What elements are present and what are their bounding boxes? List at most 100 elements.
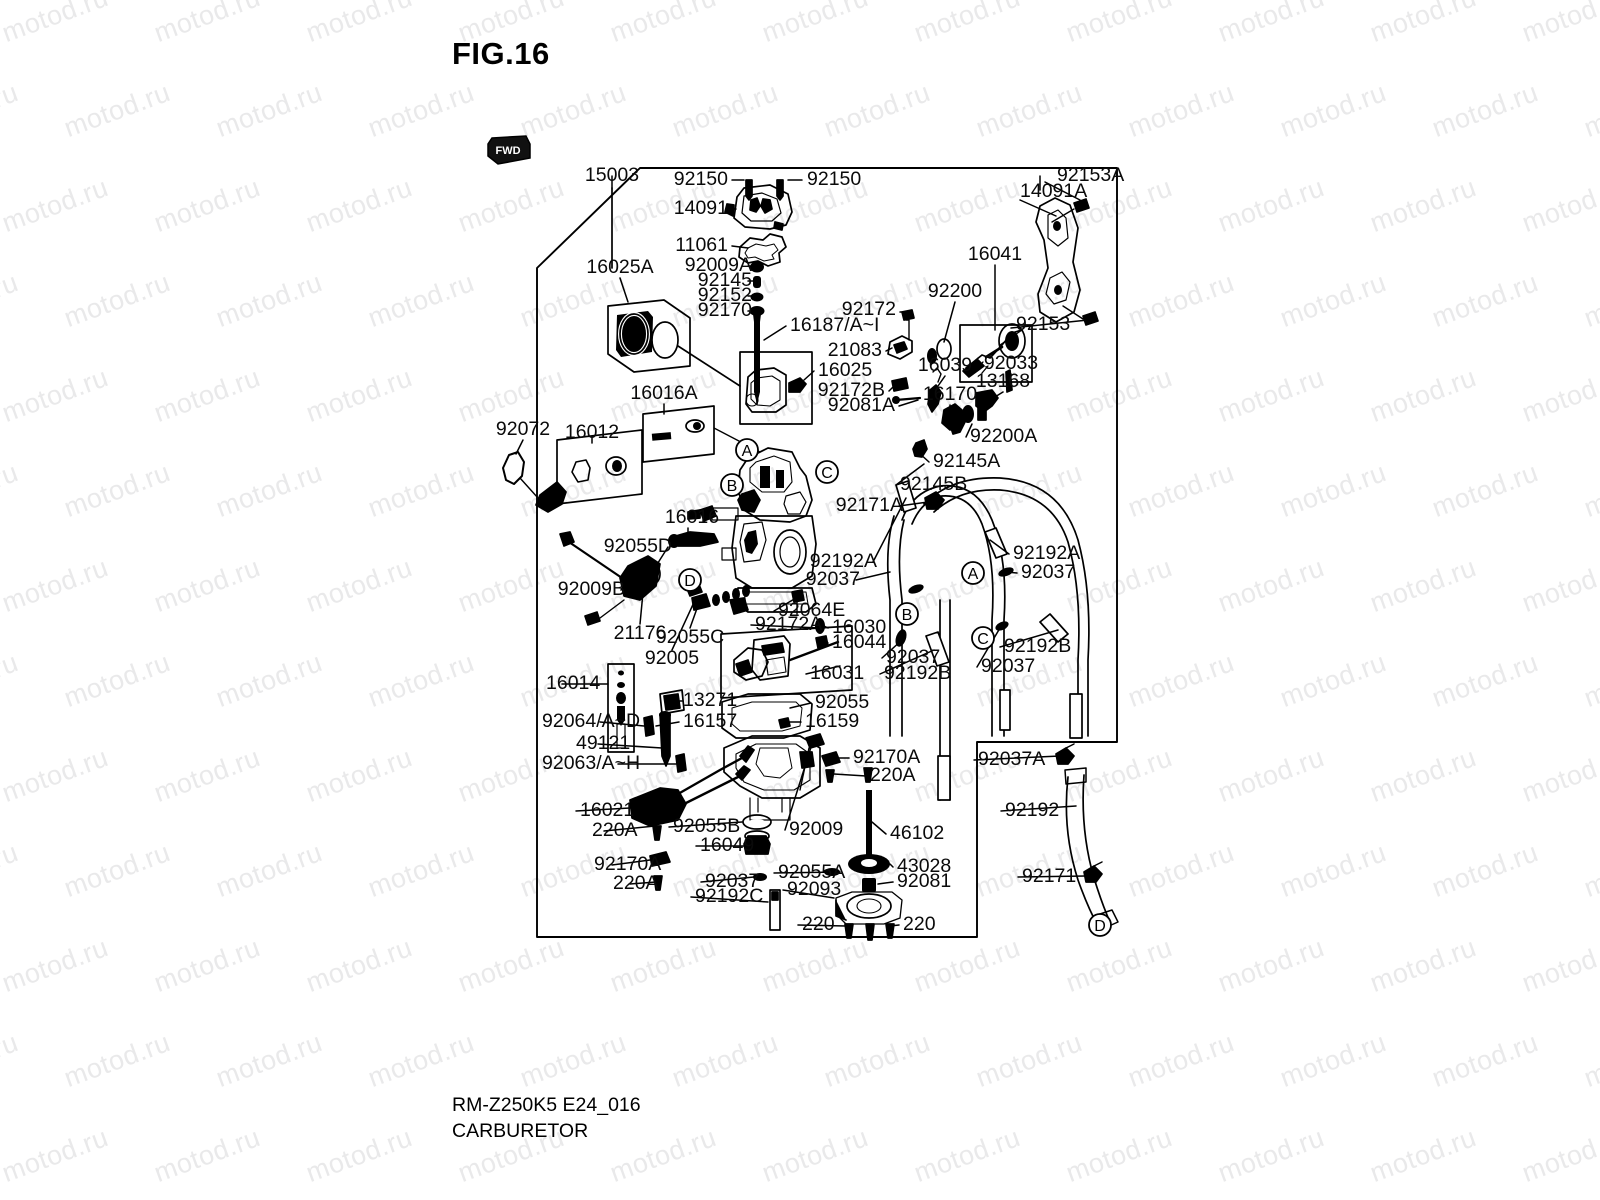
callout-92153[interactable]: 92153	[1016, 313, 1071, 335]
callout-92009A[interactable]: 92009A	[684, 254, 752, 276]
callout-16170[interactable]: 16170	[922, 383, 978, 405]
part-92145A-spring	[949, 410, 967, 435]
callout-92170[interactable]: 92170	[697, 299, 752, 321]
callout-92072[interactable]: 92072	[495, 418, 551, 440]
section-marker-b-hose[interactable]: B	[895, 602, 919, 626]
callout-16049[interactable]: 16049	[700, 834, 755, 856]
callout-92055B[interactable]: 92055B	[673, 815, 741, 837]
callout-92037A[interactable]: 92037A	[978, 748, 1046, 770]
callout-92172A[interactable]: 92172A	[755, 613, 823, 635]
callout-92055C[interactable]: 92055C	[655, 626, 725, 648]
callout-11061[interactable]: 11061	[675, 234, 728, 256]
callout-92192[interactable]: 92192	[1005, 799, 1060, 821]
callout-92171[interactable]: 92171	[1022, 865, 1077, 887]
callout-92170A-upper[interactable]: 92170A	[853, 746, 921, 768]
section-marker-c-body[interactable]: C	[815, 460, 839, 484]
callout-92063AH[interactable]: 92063/A~H	[542, 752, 641, 774]
callout-92192B-right[interactable]: 92192B	[1004, 635, 1072, 657]
callout-49121[interactable]: 49121	[576, 732, 631, 754]
callout-21083[interactable]: 21083	[827, 339, 882, 361]
part-14091-top-cover	[724, 184, 793, 231]
callout-92005[interactable]: 92005	[644, 647, 700, 669]
callout-13168[interactable]: 13168	[975, 370, 1031, 392]
part-92072-clip	[502, 451, 539, 499]
callout-21176[interactable]: 21176	[613, 622, 667, 644]
callout-92172[interactable]: 92172	[841, 298, 896, 320]
caption-model: RM-Z250K5 E24_016	[452, 1094, 641, 1116]
callout-92037-bottom[interactable]: 92037	[705, 870, 760, 892]
part-92192B-clip-left	[925, 631, 950, 667]
callout-220A-left1[interactable]: 220A	[592, 819, 638, 841]
callout-92033[interactable]: 92033	[983, 352, 1039, 374]
callout-14091[interactable]: 14091	[673, 197, 728, 219]
callout-92064E[interactable]: 92064E	[778, 599, 846, 621]
part-main-carburetor-body	[687, 447, 817, 615]
part-92037A-clip	[1055, 743, 1075, 765]
callout-92153A[interactable]: 92153A	[1057, 164, 1125, 186]
callout-92152[interactable]: 92152	[697, 284, 752, 306]
callout-16030[interactable]: 16030	[832, 616, 887, 638]
section-marker-d-hose[interactable]: D	[1088, 913, 1112, 937]
callout-92200[interactable]: 92200	[927, 280, 983, 302]
callout-16031[interactable]: 16031	[810, 662, 865, 684]
callout-92064AD[interactable]: 92064/A~D	[542, 710, 641, 732]
callout-92170A-lower[interactable]: 92170A	[594, 853, 662, 875]
callout-92145A[interactable]: 92145A	[933, 450, 1001, 472]
callout-92009[interactable]: 92009	[789, 818, 844, 840]
callout-220-right[interactable]: 220	[903, 913, 936, 935]
section-marker-a-hose[interactable]: A	[961, 561, 985, 585]
section-marker-c-hose[interactable]: C	[971, 626, 995, 650]
callout-92037-c2[interactable]: 92037	[981, 655, 1036, 677]
section-marker-a-body-letter: A	[742, 443, 753, 460]
callout-14091A[interactable]: 14091A	[1020, 180, 1088, 202]
callout-92037-a[interactable]: 92037	[1021, 561, 1076, 583]
callout-92192B-left[interactable]: 92192B	[884, 662, 952, 684]
callout-92009B[interactable]: 92009B	[557, 578, 625, 600]
callout-92192A-left[interactable]: 92192A	[809, 550, 877, 572]
callout-92192A-right[interactable]: 92192A	[1013, 542, 1081, 564]
callout-16016A[interactable]: 16016A	[630, 382, 698, 404]
part-46102-rod	[866, 790, 872, 856]
callout-220-left[interactable]: 220	[802, 913, 835, 935]
section-marker-d-body[interactable]: D	[678, 568, 702, 592]
callout-92171A[interactable]: 92171A	[835, 494, 903, 516]
callout-92150-left[interactable]: 92150	[673, 168, 728, 190]
callout-16012[interactable]: 16012	[564, 421, 620, 443]
section-marker-b-body[interactable]: B	[720, 473, 744, 497]
callout-16044[interactable]: 16044	[832, 631, 887, 653]
callout-92055D[interactable]: 92055D	[603, 535, 672, 557]
part-21083-lever	[887, 335, 913, 360]
callout-16039[interactable]: 16039	[917, 354, 973, 376]
callout-16157[interactable]: 16157	[683, 710, 738, 732]
callout-16014[interactable]: 16014	[546, 672, 601, 694]
callout-16016[interactable]: 16016	[664, 506, 720, 528]
section-marker-a-body[interactable]: A	[735, 438, 759, 462]
callout-92081[interactable]: 92081	[897, 870, 952, 892]
callout-92055A[interactable]: 92055A	[778, 861, 846, 883]
callout-92192C[interactable]: 92192C	[695, 885, 764, 907]
callout-92145B[interactable]: 92145B	[900, 473, 968, 495]
callout-16021[interactable]: 16021	[580, 799, 635, 821]
callout-15003[interactable]: 15003	[584, 164, 640, 186]
callout-220A-upper[interactable]: 220A	[870, 764, 916, 786]
part-16159-screw	[778, 717, 791, 729]
callout-16025[interactable]: 16025	[818, 359, 873, 381]
callout-92037-c1[interactable]: 92037	[886, 646, 941, 668]
callout-13271[interactable]: 13271	[683, 689, 738, 711]
callout-92172B[interactable]: 92172B	[817, 379, 885, 401]
callout-220A-left2[interactable]: 220A	[613, 872, 659, 894]
callout-16187[interactable]: 16187/A~I	[790, 314, 880, 336]
callout-92037-b[interactable]: 92037	[805, 568, 860, 590]
callout-46102[interactable]: 46102	[890, 822, 945, 844]
callout-16025A[interactable]: 16025A	[586, 256, 654, 278]
callout-92081A[interactable]: 92081A	[827, 394, 895, 416]
callout-43028[interactable]: 43028	[897, 855, 952, 877]
callout-92055[interactable]: 92055	[815, 691, 870, 713]
callout-92093[interactable]: 92093	[787, 878, 842, 900]
callout-16159[interactable]: 16159	[805, 710, 860, 732]
callout-92150-right[interactable]: 92150	[807, 168, 862, 190]
callout-16041[interactable]: 16041	[967, 243, 1023, 265]
callout-92200A[interactable]: 92200A	[970, 425, 1038, 447]
part-92171A-clip	[924, 491, 945, 510]
callout-92145[interactable]: 92145	[697, 269, 752, 291]
